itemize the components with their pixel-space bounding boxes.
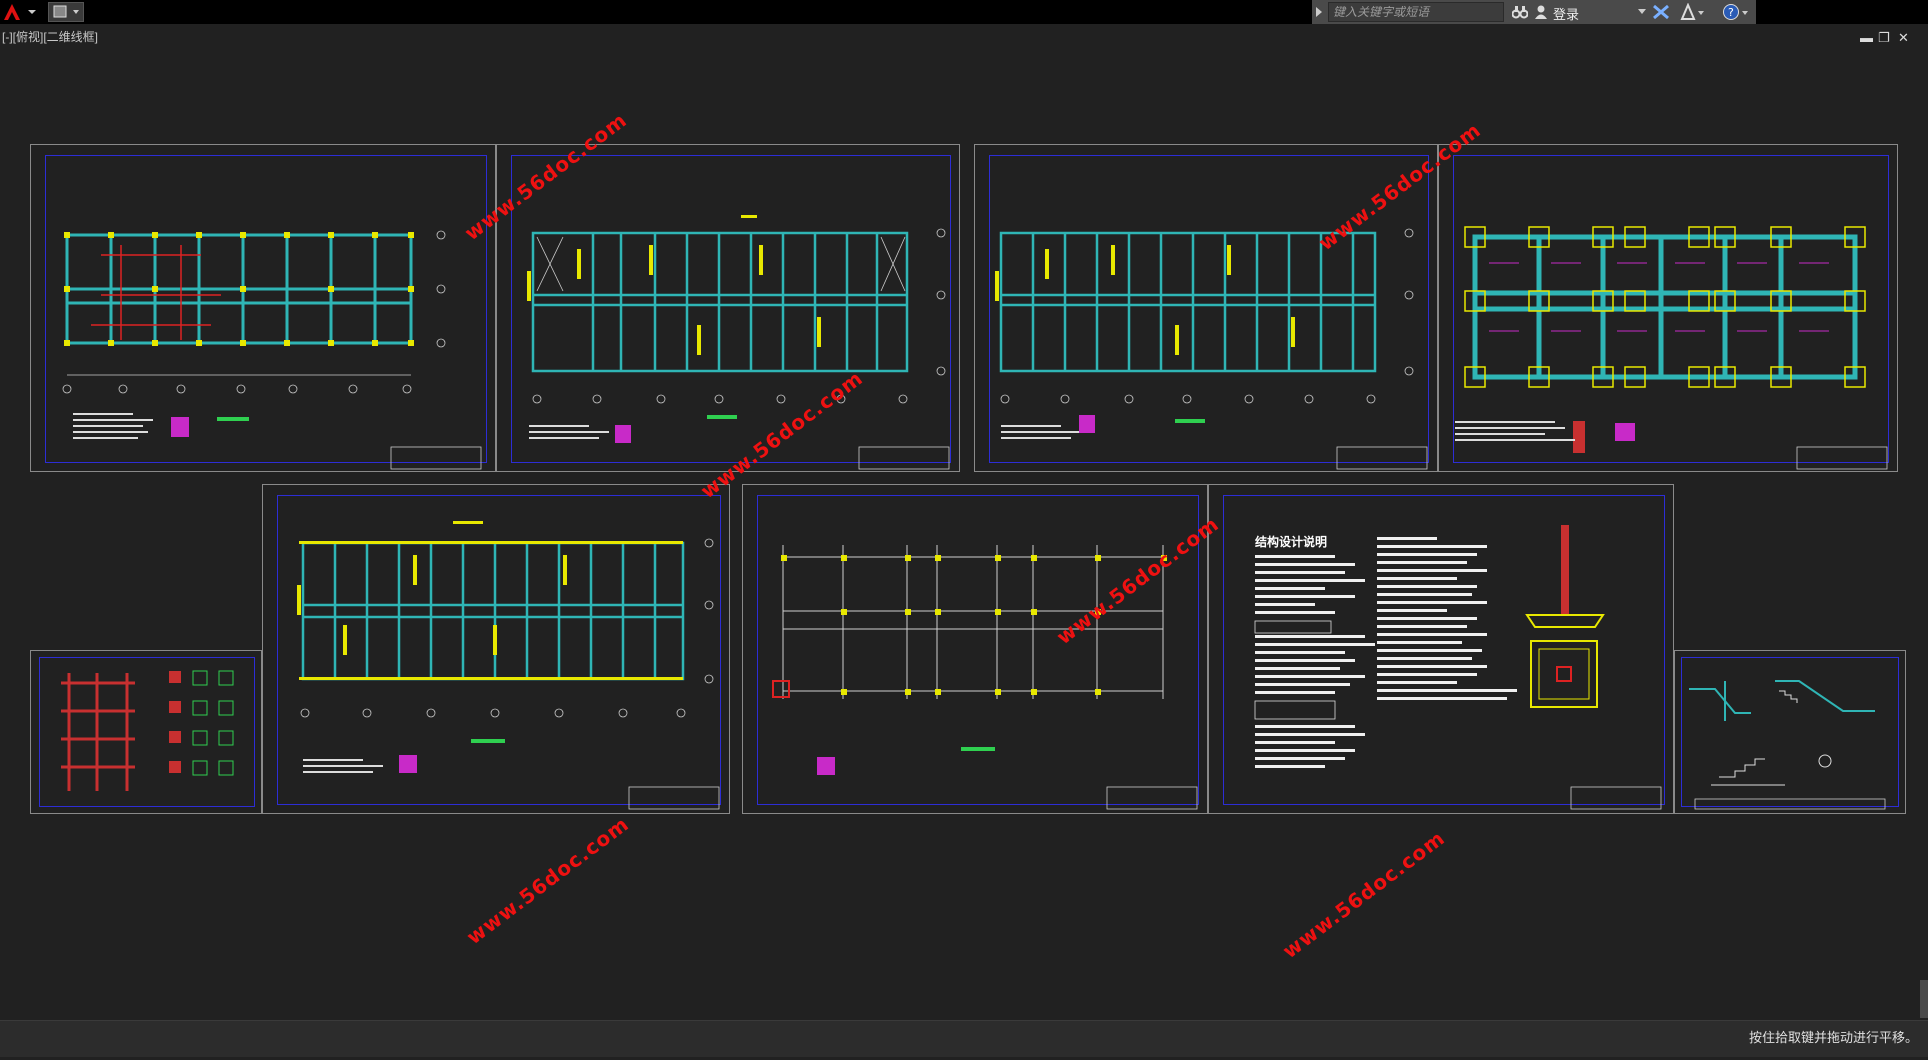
- sheet-frame: [1453, 155, 1889, 463]
- sheet-frame: [1223, 495, 1665, 805]
- sheet-frame: [1681, 657, 1899, 807]
- beam-plan-drawing: [527, 215, 950, 470]
- design-notes-heading: 结构设计说明: [1255, 535, 1328, 549]
- search-input[interactable]: 键入关键字或短语: [1328, 2, 1504, 22]
- design-notes-text-block: [1254, 525, 1662, 810]
- chevron-down-icon[interactable]: [1638, 9, 1646, 15]
- user-icon[interactable]: [1534, 4, 1548, 20]
- status-bar: 按住拾取键并拖动进行平移。: [0, 1020, 1928, 1057]
- drawing-sheet-stair-details[interactable]: [1674, 650, 1906, 814]
- drawing-sheet-design-notes[interactable]: 结构设计说明: [1208, 484, 1674, 814]
- viewport-controls-label[interactable]: [-][俯视][二维线框]: [2, 30, 99, 44]
- sheet-frame: [757, 495, 1199, 805]
- drawing-canvas[interactable]: 结构设计说明: [0, 40, 1920, 1018]
- sheet-frame: [39, 657, 255, 807]
- drawing-sheet-beam-plan-1[interactable]: [496, 144, 960, 472]
- foundation-plan-drawing: [1455, 226, 1888, 470]
- autocad-app-icon: [4, 4, 36, 20]
- beam-plan-drawing: [297, 521, 720, 810]
- title-bar: 键入关键字或短语 登录 ?: [0, 0, 1928, 24]
- help-icon[interactable]: ?: [1722, 3, 1750, 21]
- expand-arrow-icon[interactable]: [1314, 5, 1324, 19]
- quick-access-button[interactable]: [48, 2, 84, 22]
- sheet-frame: [277, 495, 721, 805]
- vertical-scrollbar[interactable]: [1920, 980, 1928, 1018]
- drawing-sheet-slab-plan[interactable]: [30, 144, 496, 472]
- frame-detail-drawing: [61, 670, 234, 791]
- application-menu-button[interactable]: [2, 1, 42, 23]
- quick-access-icon: [53, 5, 79, 18]
- sheet-frame: [511, 155, 951, 463]
- stair-detail-drawing: [1689, 680, 1886, 810]
- drawing-sheet-beam-plan-2[interactable]: [974, 144, 1438, 472]
- login-button[interactable]: 登录: [1553, 7, 1580, 22]
- beam-plan-drawing: [995, 228, 1428, 470]
- close-icon[interactable]: ✕: [1898, 30, 1909, 45]
- sheet-frame: [45, 155, 487, 463]
- drawing-sheet-column-plan[interactable]: [742, 484, 1208, 814]
- status-message: 按住拾取键并拖动进行平移。: [1748, 1030, 1918, 1045]
- drawing-sheet-foundation-plan[interactable]: [1438, 144, 1898, 472]
- svg-text:?: ?: [1728, 6, 1734, 19]
- drawing-sheet-frame-details[interactable]: [30, 650, 262, 814]
- minimize-icon[interactable]: ▬: [1860, 30, 1873, 45]
- restore-icon[interactable]: ❐: [1878, 30, 1890, 45]
- sheet-frame: [989, 155, 1429, 463]
- drawing-sheet-beam-plan-3[interactable]: [262, 484, 730, 814]
- a360-icon[interactable]: [1678, 3, 1706, 21]
- floor-plan-drawing: [62, 230, 482, 470]
- column-plan-drawing: [772, 545, 1198, 810]
- exchange-icon[interactable]: [1652, 4, 1670, 20]
- binoculars-icon[interactable]: [1512, 4, 1528, 20]
